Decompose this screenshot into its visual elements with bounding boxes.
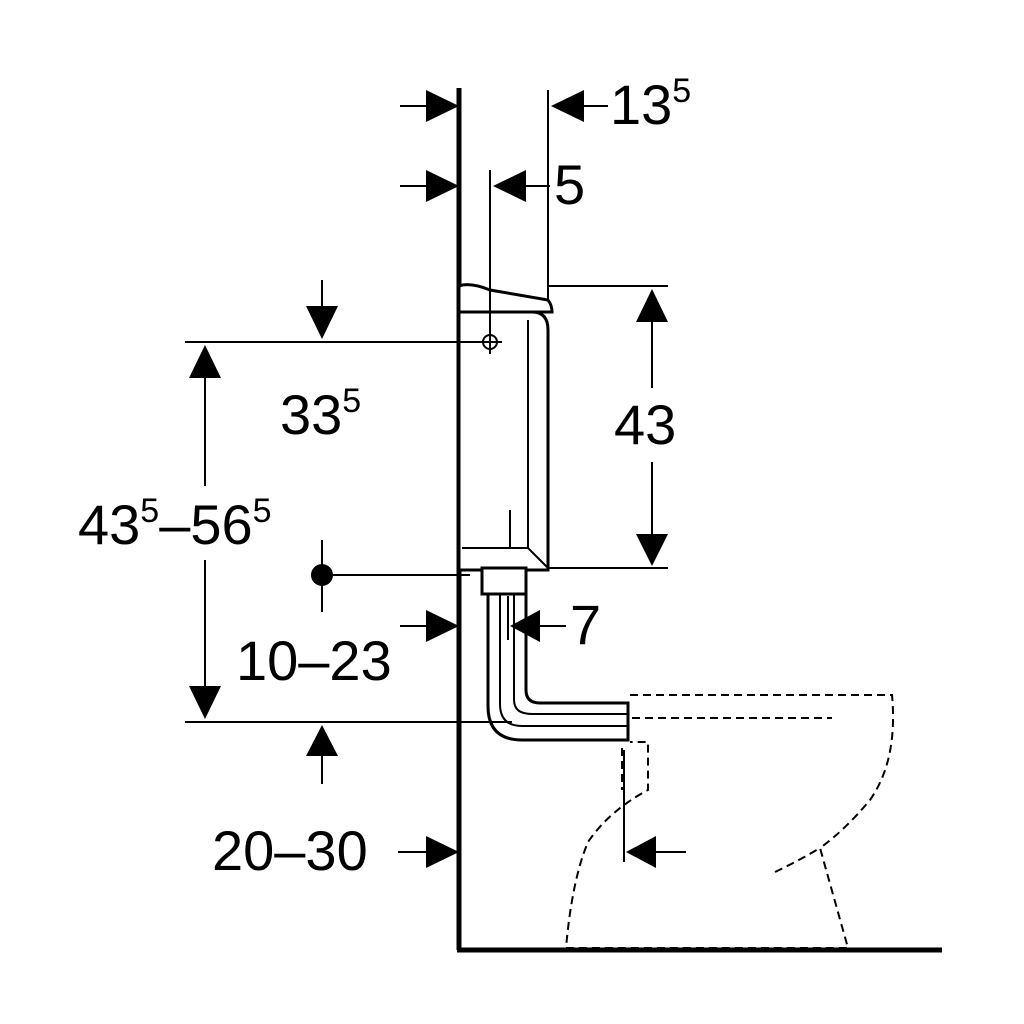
flush-valve-outlet (480, 566, 528, 596)
arrow-tank-top (636, 289, 668, 322)
arrow-axis-wall (426, 170, 459, 202)
arrow-bottom-bowl (626, 836, 656, 868)
arrow-pipe-axis (510, 610, 540, 642)
flush-pipe (480, 566, 630, 742)
cistern (457, 283, 554, 572)
arrow-upper-down (306, 306, 338, 339)
arrow-range-top (189, 345, 221, 378)
bowl-outline (564, 694, 895, 949)
arrow-pipe-wall (426, 610, 459, 642)
arrow-tank-bottom (636, 534, 668, 566)
toilet-bowl-outline (564, 694, 895, 949)
dimension-labels: 135 5 43 335 435–565 7 10–23 20–30 (78, 72, 691, 882)
dimension-lines (204, 105, 686, 853)
cistern-bottom-panel (462, 547, 549, 569)
arrow-range-bottom (189, 686, 221, 719)
arrow-top-tank (551, 90, 584, 122)
cistern-lid (457, 283, 554, 314)
arrow-axis-inlet (493, 170, 526, 202)
pipe-inner-line-1 (499, 594, 628, 727)
cistern-tank (457, 310, 550, 572)
label-pipe-offset: 7 (570, 593, 601, 656)
extension-lines (185, 90, 668, 862)
label-axis-offset: 5 (554, 153, 585, 216)
label-upper-height: 335 (280, 382, 361, 446)
pipe-inner-line-2 (513, 594, 628, 715)
arrow-bottom-wall (426, 836, 459, 868)
label-top-offset: 135 (610, 72, 691, 136)
arrowheads (189, 90, 668, 868)
label-bottom-range: 20–30 (212, 819, 368, 882)
bowl-base-curve (774, 847, 821, 873)
label-tank-height: 43 (614, 393, 676, 456)
arrow-top-wall (426, 90, 459, 122)
label-height-range: 435–565 (78, 492, 272, 556)
arrow-bottom-up (306, 725, 338, 756)
pipe-height-dot (311, 564, 333, 586)
label-pipe-range: 10–23 (236, 629, 392, 692)
